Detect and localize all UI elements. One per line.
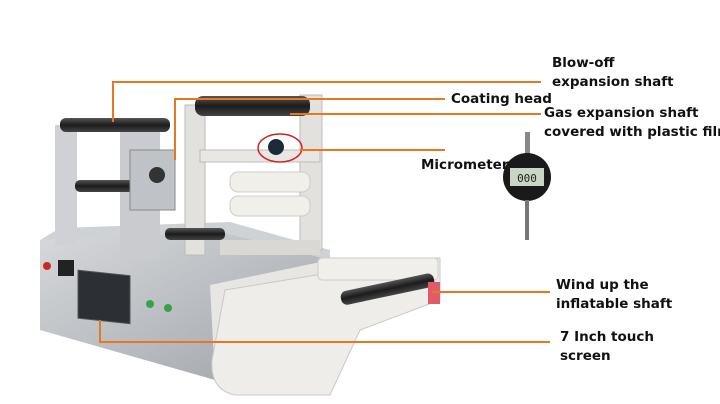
- emergency-stop-button: [43, 262, 51, 270]
- label-wind-up: Wind up the inflatable shaft: [556, 276, 672, 314]
- coating-head: [129, 149, 176, 211]
- micrometer-readout: 000: [517, 172, 537, 185]
- micrometer-gauge: 000: [503, 132, 551, 240]
- label-line: expansion shaft: [552, 74, 674, 90]
- label-line: Blow-off: [552, 55, 615, 71]
- label-line: Gas expansion shaft: [544, 105, 699, 121]
- label-line: Wind up the: [556, 277, 649, 293]
- label-line: screen: [560, 348, 611, 364]
- label-touch-screen: 7 Inch touch screen: [560, 328, 654, 366]
- leader-lines: [99, 81, 550, 343]
- leader-blow-off: [112, 81, 541, 122]
- wind-up-frame: [211, 257, 441, 396]
- label-coating-head: Coating head: [451, 91, 552, 107]
- control-panel: [43, 260, 172, 325]
- start-button: [146, 300, 154, 308]
- micrometer-on-machine: [257, 133, 303, 163]
- label-line: 7 Inch touch: [560, 329, 654, 345]
- rollers: [60, 96, 311, 240]
- label-line: covered with plastic film: [544, 124, 720, 140]
- leader-coating-head: [174, 98, 445, 160]
- stop-button: [164, 304, 172, 312]
- label-micrometer: Micrometer: [421, 157, 509, 173]
- touch-screen: [77, 269, 131, 325]
- leader-touch-screen: [99, 320, 550, 343]
- label-blow-off: Blow-off expansion shaft: [552, 54, 674, 92]
- label-line: inflatable shaft: [556, 296, 673, 312]
- label-gas-expansion: Gas expansion shaft covered with plastic…: [544, 104, 720, 142]
